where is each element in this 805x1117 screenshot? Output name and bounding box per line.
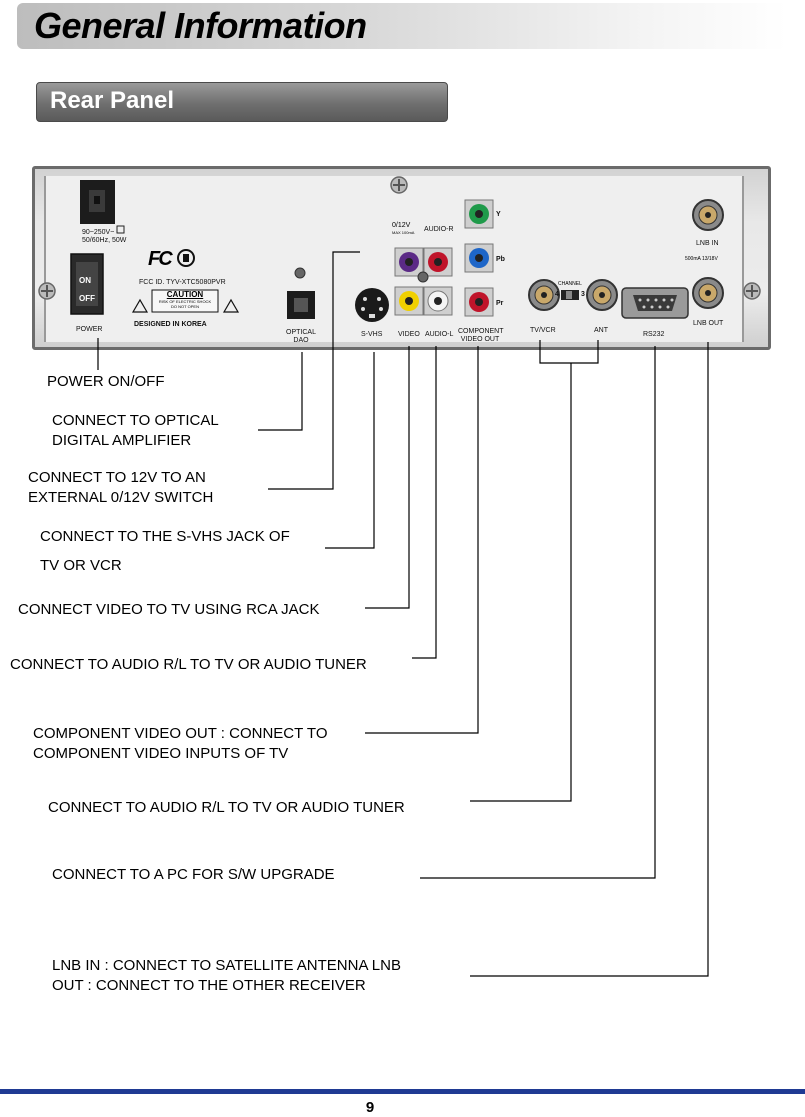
channel-switch-icon [561, 290, 579, 300]
tv-vcr-label: TV/VCR [530, 327, 556, 334]
rs232-label: RS232 [643, 331, 665, 338]
fcc-id-label: FCC ID. TYV-XTC5080PVR [139, 279, 226, 286]
audio-r-label: AUDIO-R [424, 226, 454, 233]
ant-label: ANT [594, 327, 608, 334]
leader-optical [258, 352, 303, 431]
leader-rf-bracket [539, 340, 599, 364]
leader-rf [470, 363, 572, 802]
page-number: 9 [365, 1099, 375, 1116]
channel-right-label: 3 [581, 291, 585, 298]
callout-svhs-line1: CONNECT TO THE S-VHS JACK OF [40, 528, 290, 545]
lnb-out-label: LNB OUT [693, 320, 724, 327]
warning-triangle-icon [131, 298, 149, 313]
power-switch-on-label: ON [79, 276, 91, 285]
channel-left-label: 4 [555, 291, 559, 298]
designed-in-label: DESIGNED IN KOREA [134, 321, 207, 328]
callout-lnb: LNB IN : CONNECT TO SATELLITE ANTENNA LN… [52, 957, 401, 994]
leader-lnb [470, 342, 709, 977]
component-pb-label: Pb [496, 256, 505, 263]
screw-icon [38, 282, 56, 300]
callout-rf: CONNECT TO AUDIO R/L TO TV OR AUDIO TUNE… [48, 799, 405, 816]
page-title: General Information [34, 5, 367, 46]
component-pr-jack-icon [464, 287, 494, 317]
power-label: POWER [76, 326, 103, 333]
power-switch-icon [70, 253, 104, 315]
section-title: Rear Panel [50, 87, 175, 114]
rf-connector-ant-icon [586, 279, 618, 311]
power-rating-label: 90~250V~50/60Hz, 50W [82, 229, 127, 244]
rca-jack-audio-r-icon [423, 247, 453, 277]
lnb-rating-label: 500mA 13/18V [685, 256, 718, 262]
power-inlet-icon [80, 180, 115, 224]
leader-svhs [325, 352, 375, 549]
svhs-jack-icon [355, 288, 389, 322]
component-y-label: Y [496, 211, 501, 218]
rca-jack-audio-l-icon [423, 286, 453, 316]
switch-rating-label: 0/12V MAX 100mA [392, 222, 415, 235]
certification-mark-icon [177, 249, 195, 267]
leader-12v [268, 251, 360, 490]
component-pr-label: Pr [496, 300, 504, 307]
lnb-in-connector-icon [692, 199, 724, 231]
lnb-in-label: LNB IN [696, 240, 719, 247]
callout-video: CONNECT VIDEO TO TV USING RCA JACK [18, 601, 320, 618]
lnb-out-connector-icon [692, 277, 724, 309]
power-switch-off-label: OFF [79, 294, 95, 303]
leader-component [365, 346, 479, 734]
rca-jack-12v-icon [394, 247, 424, 277]
component-pb-jack-icon [464, 243, 494, 273]
callout-rs232: CONNECT TO A PC FOR S/W UPGRADE [52, 866, 335, 883]
screw-icon [743, 282, 761, 300]
leader-audio [412, 346, 437, 659]
caution-box: CAUTION RISK OF ELECTRIC SHOCK DO NOT OP… [158, 290, 212, 309]
callout-power: POWER ON/OFF [47, 373, 165, 390]
leader-rs232 [420, 346, 656, 879]
led-icon [294, 267, 306, 279]
component-y-jack-icon [464, 199, 494, 229]
warning-triangle-icon [222, 298, 240, 313]
channel-label: CHANNEL [558, 281, 582, 287]
audio-l-label: AUDIO-L [425, 331, 454, 338]
double-insulation-icon [116, 225, 125, 234]
section-tab [36, 82, 448, 122]
rf-connector-tvvcr-icon [528, 279, 560, 311]
optical-port-icon [287, 291, 315, 319]
leader-video [365, 346, 410, 609]
video-label: VIDEO [398, 331, 420, 338]
callout-svhs-line2: TV OR VCR [40, 557, 122, 574]
fcc-logo: FC [148, 248, 173, 270]
svhs-label: S-VHS [361, 331, 383, 338]
rs232-port-icon [621, 287, 689, 319]
header-bar [17, 3, 787, 49]
footer-rule [0, 1089, 805, 1094]
rca-jack-video-icon [394, 286, 424, 316]
leader-lines [97, 251, 709, 977]
screw-icon [390, 176, 408, 194]
callout-audio: CONNECT TO AUDIO R/L TO TV OR AUDIO TUNE… [10, 656, 367, 673]
led-icon [417, 271, 429, 283]
